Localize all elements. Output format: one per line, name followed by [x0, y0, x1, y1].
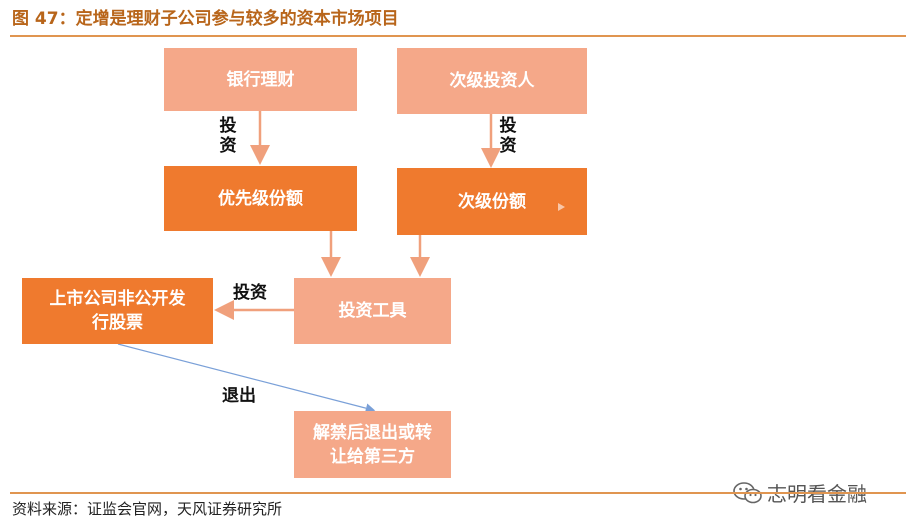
node-listed-company-private-placement: 上市公司非公开发行股票	[22, 278, 213, 344]
node-subordinate-share: 次级份额	[397, 168, 587, 235]
node-exit-or-transfer: 解禁后退出或转让给第三方	[294, 411, 451, 478]
title-divider	[10, 35, 906, 37]
play-icon	[558, 203, 565, 211]
figure-title: 图 47：定增是理财子公司参与较多的资本市场项目	[12, 9, 399, 29]
node-bank-wealth-management: 银行理财	[164, 48, 357, 111]
watermark-text: 志明看金融	[767, 482, 867, 506]
footer-divider	[10, 492, 906, 494]
node-investment-tool: 投资工具	[294, 278, 451, 344]
edge-label-invest-left: 投资	[219, 116, 237, 156]
node-subordinate-investor: 次级投资人	[397, 48, 587, 114]
edge-label-invest-mid: 投资	[233, 283, 267, 303]
edge-company-to-exit	[117, 343, 376, 413]
node-priority-share: 优先级份额	[164, 166, 357, 231]
edge-label-exit: 退出	[222, 386, 256, 406]
figure-source: 资料来源：证监会官网，天风证券研究所	[12, 500, 283, 518]
edge-label-invest-right: 投资	[499, 116, 517, 156]
